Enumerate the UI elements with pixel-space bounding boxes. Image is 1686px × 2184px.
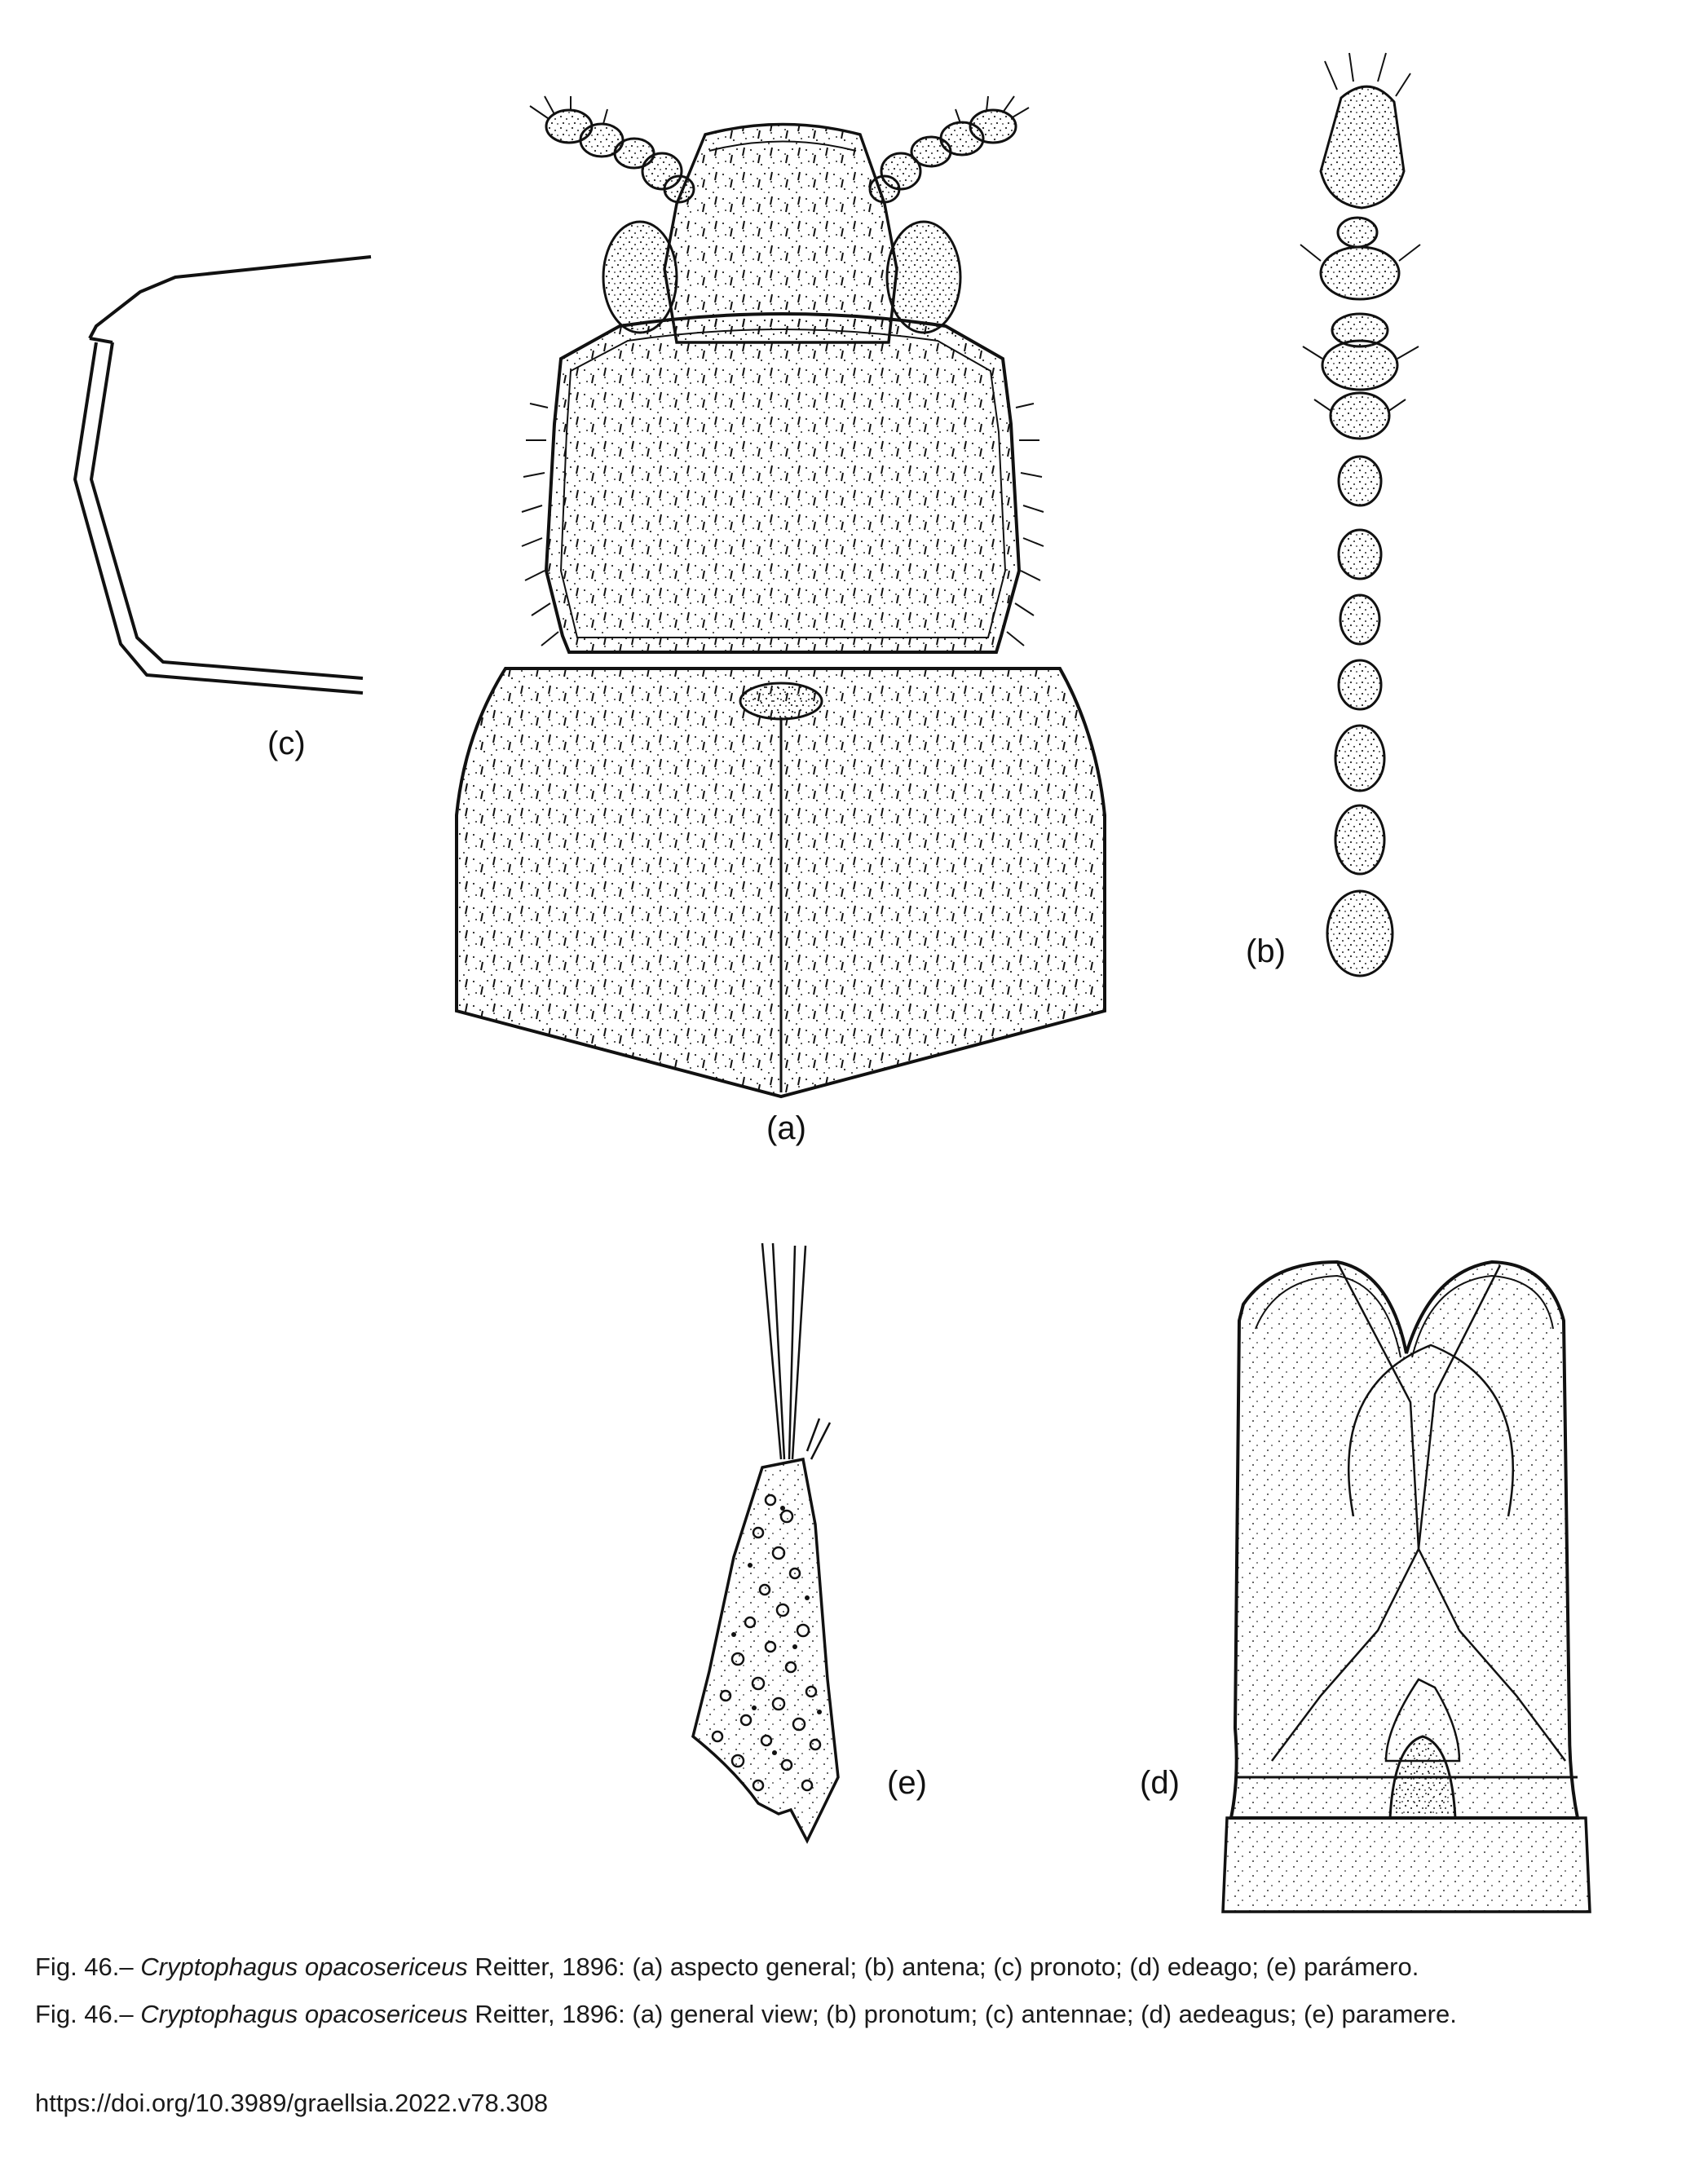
panel-c-drawing — [73, 255, 372, 695]
panel-a-drawing — [455, 95, 1106, 1099]
caption-english: Fig. 46.– Cryptophagus opacosericeus Rei… — [35, 1998, 1653, 2031]
panel-label-c: (c) — [267, 726, 306, 761]
panel-label-e: (e) — [887, 1765, 927, 1801]
caption-english-species: Cryptophagus opacosericeus — [140, 2000, 468, 2028]
caption-english-text: Reitter, 1896: (a) general view; (b) pro… — [467, 2000, 1457, 2028]
caption-spanish: Fig. 46.– Cryptophagus opacosericeus Rei… — [35, 1951, 1653, 1983]
caption-english-prefix: Fig. 46.– — [35, 2000, 141, 2028]
panel-label-d: (d) — [1140, 1765, 1180, 1801]
caption-spanish-species: Cryptophagus opacosericeus — [140, 1952, 468, 1981]
panel-e-drawing — [691, 1242, 840, 1844]
doi-link[interactable]: https://doi.org/10.3989/graellsia.2022.v… — [35, 2089, 549, 2117]
figure-plate — [73, 52, 1591, 1913]
panel-label-a: (a) — [766, 1110, 806, 1146]
caption-spanish-prefix: Fig. 46.– — [35, 1952, 141, 1981]
caption-spanish-text: Reitter, 1896: (a) aspecto general; (b) … — [467, 1952, 1419, 1981]
panel-d-drawing — [1221, 1260, 1591, 1913]
panel-label-b: (b) — [1246, 933, 1286, 969]
panel-b-drawing — [1300, 52, 1421, 977]
